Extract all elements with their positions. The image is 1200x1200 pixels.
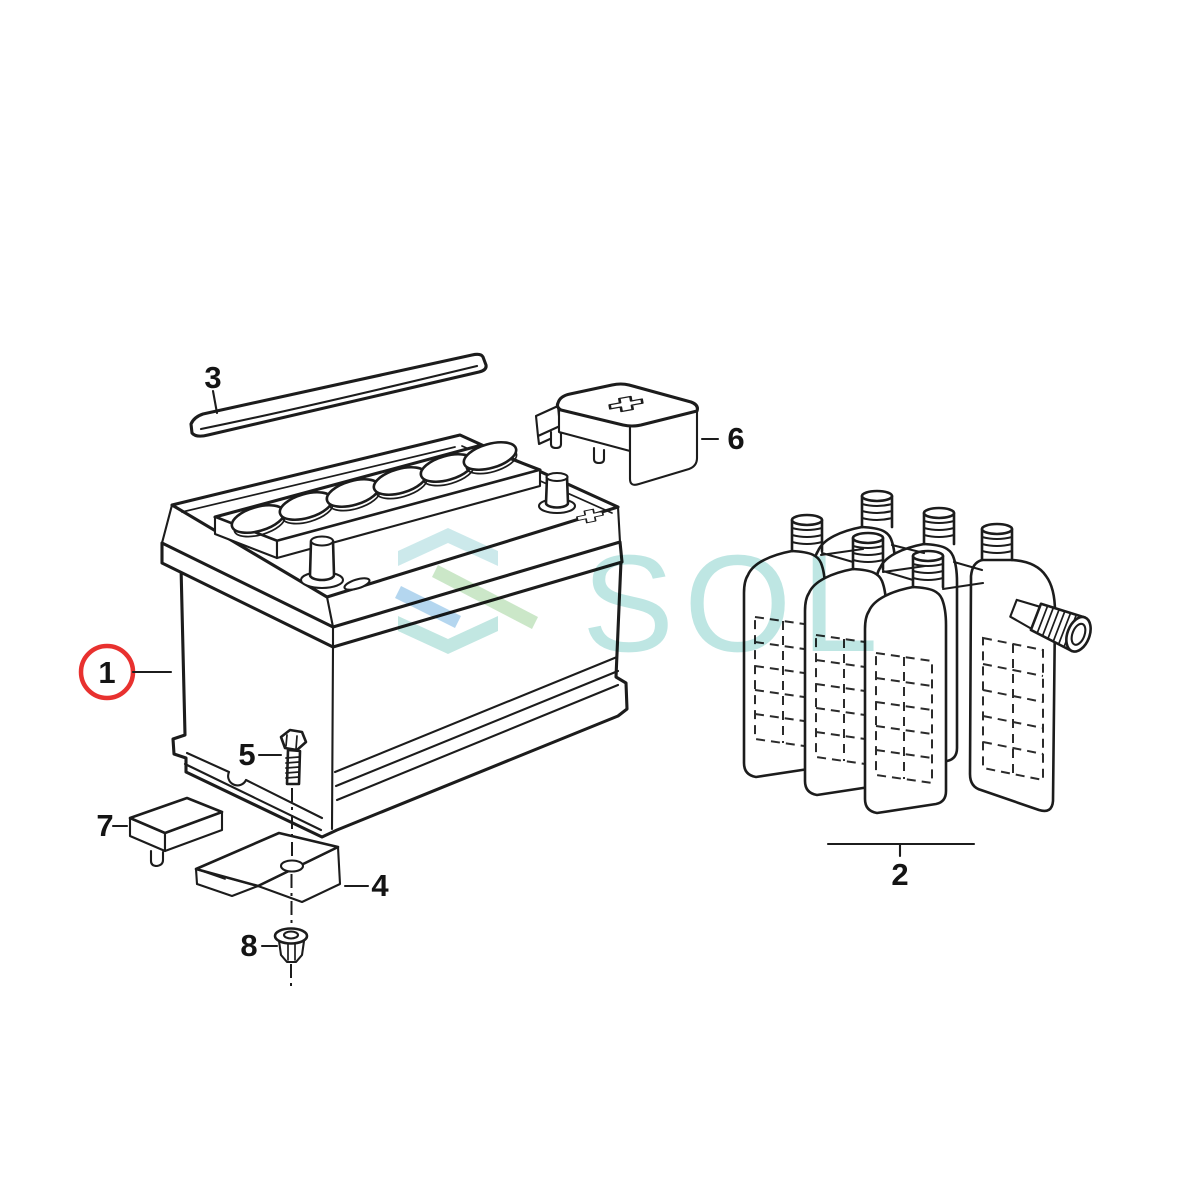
callout-label-6: 6: [727, 421, 744, 456]
callout-3: 3: [204, 360, 222, 415]
callout-1: 1: [78, 643, 173, 701]
watermark: SOL: [395, 527, 888, 681]
hex-bolt-drawing: [279, 728, 308, 786]
hold-down-bracket-drawing: [194, 831, 342, 904]
bolt-centerline: [290, 788, 293, 987]
callout-label-4: 4: [371, 868, 389, 903]
terminal-post-rear: [537, 471, 577, 515]
bottle-links: [819, 543, 985, 591]
callout-7: 7: [96, 808, 129, 843]
callout-5: 5: [238, 737, 283, 772]
callout-label-8: 8: [240, 928, 257, 963]
terminal-post-front: [299, 535, 345, 590]
acid-bottle-pack-drawing: [742, 489, 1092, 815]
bottle-spout-cap: [1009, 598, 1092, 653]
sol-logo-icon: [395, 528, 538, 654]
cover-cap-drawing: [128, 796, 224, 868]
battery-drawing: [160, 433, 629, 839]
callout-label-5: 5: [238, 737, 255, 772]
vent-slot: [343, 577, 371, 591]
cover-strip-drawing: [189, 352, 488, 438]
expanding-nut-drawing: [273, 927, 309, 964]
terminal-cover-drawing: [534, 382, 699, 486]
callout-label-2: 2: [891, 857, 908, 892]
callout-2: 2: [826, 842, 976, 892]
callout-label-3: 3: [204, 360, 221, 395]
cell-caps: [230, 440, 518, 538]
callout-label-7: 7: [96, 808, 113, 843]
callout-4: 4: [343, 868, 389, 903]
callout-label-1: 1: [98, 655, 115, 690]
callout-6: 6: [700, 421, 745, 456]
watermark-text: SOL: [582, 527, 888, 681]
callout-8: 8: [240, 928, 279, 963]
